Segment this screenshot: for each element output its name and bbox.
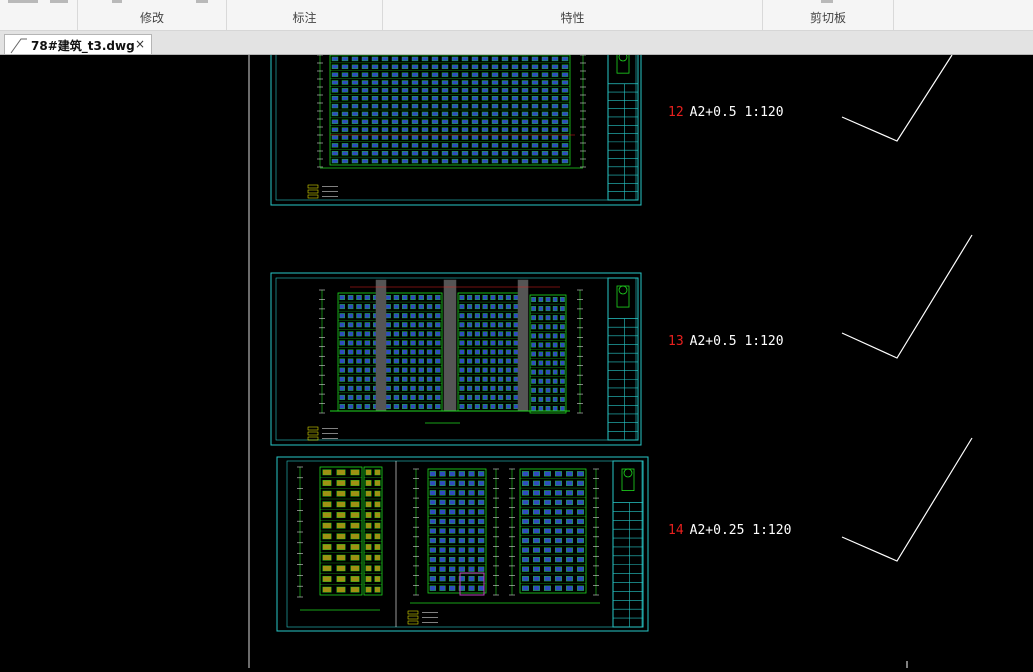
ribbon-panel: 修改 标注 特性 剪切板 — [0, 0, 1033, 31]
ribbon-group-draw[interactable] — [0, 0, 78, 30]
sheet-scale: A2+0.25 1:120 — [689, 523, 792, 538]
cut-line-marker — [841, 437, 973, 562]
ribbon-group-label: 修改 — [139, 11, 164, 25]
sheet-frame-12 — [270, 44, 642, 206]
sheet-number: 14 — [668, 523, 684, 538]
sheet-label-12: 12 A2+0.5 1:120 — [668, 105, 784, 120]
sheet-label-14: 14 A2+0.25 1:120 — [668, 523, 791, 538]
sheet-scale: A2+0.5 1:120 — [689, 334, 784, 349]
cad-drawing — [248, 44, 973, 668]
sheet-frame-13 — [270, 272, 642, 446]
ribbon-group-properties[interactable]: 特性 — [383, 0, 763, 30]
ribbon-group-annotate[interactable]: 标注 — [227, 0, 383, 30]
ribbon-group-label: 剪切板 — [809, 11, 846, 25]
ribbon-group-modify[interactable]: 修改 — [78, 0, 227, 30]
document-tab-title: 78#建筑_t3.dwg — [31, 39, 135, 53]
ribbon-tool-icon — [112, 0, 122, 3]
tab-fold-icon — [10, 38, 27, 54]
sheet-number: 12 — [668, 105, 684, 120]
ribbon-group-label: 标注 — [292, 11, 317, 25]
ribbon-tool-icon — [196, 0, 208, 3]
sheet-frame-14 — [276, 456, 649, 632]
ribbon-tool-icon — [50, 0, 68, 3]
ribbon-tool-icon — [821, 0, 833, 3]
sheet-label-13: 13 A2+0.5 1:120 — [668, 334, 784, 349]
sheet-scale: A2+0.5 1:120 — [689, 105, 784, 120]
ribbon-group-label: 特性 — [560, 11, 585, 25]
cut-line-marker — [841, 234, 973, 359]
ribbon-group-clipboard[interactable]: 剪切板 — [763, 0, 894, 30]
close-icon[interactable]: × — [134, 37, 145, 51]
document-tab-bar: 78#建筑_t3.dwg × — [0, 31, 1033, 55]
cut-line-marker — [841, 54, 953, 142]
ribbon-tool-icon — [8, 0, 38, 3]
sheet-number: 13 — [668, 334, 684, 349]
document-tab[interactable]: 78#建筑_t3.dwg × — [4, 34, 152, 54]
